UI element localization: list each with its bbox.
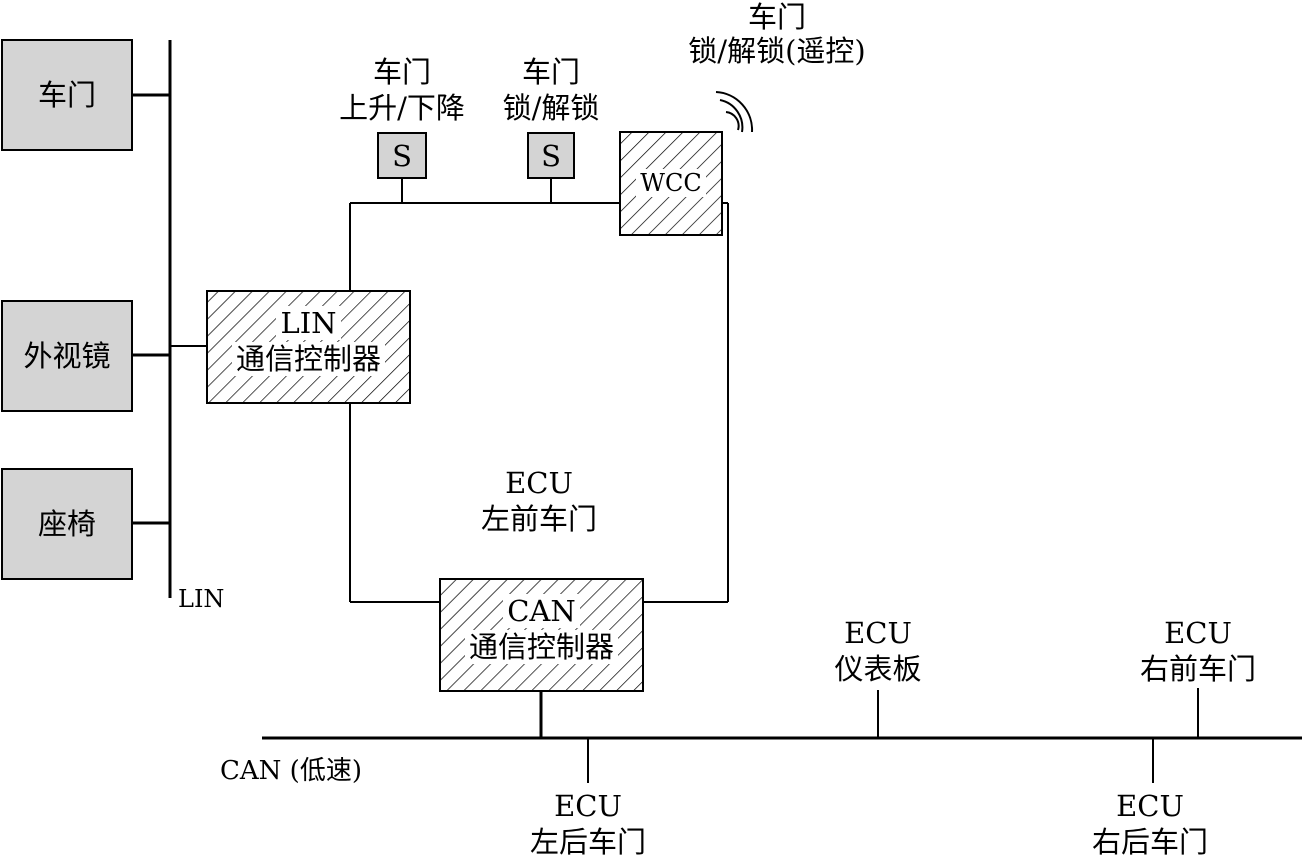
ecu-right-rear-line1: ECU bbox=[1116, 789, 1184, 823]
lin-controller-line2: 通信控制器 bbox=[231, 342, 385, 376]
ecu-left-rear-door-label: ECU 左后车门 bbox=[498, 788, 678, 860]
can-bus-label: CAN (低速) bbox=[220, 756, 362, 786]
wcc-caption: 车门 锁/解锁(遥控) bbox=[657, 0, 897, 68]
wcc-caption-line2: 锁/解锁(遥控) bbox=[688, 34, 866, 68]
window-switch-caption: 车门 上升/下降 bbox=[312, 54, 492, 126]
can-controller-line1: CAN bbox=[503, 594, 580, 628]
window-switch-symbol: S bbox=[392, 139, 412, 173]
lock-switch-symbol: S bbox=[541, 139, 561, 173]
can-controller-line2: 通信控制器 bbox=[464, 630, 618, 664]
ecu-instrument-panel-line2: 仪表板 bbox=[834, 652, 922, 686]
seat-box bbox=[1, 468, 133, 580]
wcc-label: WCC bbox=[636, 169, 706, 197]
window-switch-caption-line2: 上升/下降 bbox=[339, 91, 465, 125]
ecu-right-rear-line2: 右后车门 bbox=[1091, 825, 1208, 859]
wireless-signal-icon bbox=[715, 91, 754, 133]
ecu-instrument-panel-line1: ECU bbox=[844, 616, 912, 650]
ecu-left-rear-line1: ECU bbox=[554, 789, 622, 823]
ecu-right-front-line1: ECU bbox=[1164, 616, 1232, 650]
ecu-right-rear-door-label: ECU 右后车门 bbox=[1060, 788, 1240, 860]
lock-switch-caption-line1: 车门 bbox=[521, 55, 580, 89]
lin-controller-line1: LIN bbox=[276, 306, 341, 340]
ecu-right-front-door-label: ECU 右前车门 bbox=[1108, 615, 1288, 687]
mirror-box bbox=[1, 300, 133, 412]
ecu-left-rear-line2: 左后车门 bbox=[529, 825, 646, 859]
lock-switch-box bbox=[527, 132, 575, 179]
ecu-left-front-line1: ECU bbox=[505, 466, 573, 500]
door-label: 车门 bbox=[37, 78, 96, 112]
ecu-instrument-panel-label: ECU 仪表板 bbox=[798, 615, 958, 687]
ecu-left-front-door-label: ECU 左前车门 bbox=[439, 465, 639, 537]
seat-label: 座椅 bbox=[37, 507, 96, 541]
lin-controller-label: LIN 通信控制器 bbox=[207, 305, 410, 377]
ecu-left-front-line2: 左前车门 bbox=[480, 502, 597, 536]
door-box bbox=[1, 39, 133, 151]
window-switch-box bbox=[377, 132, 427, 179]
ecu-right-front-line2: 右前车门 bbox=[1139, 652, 1256, 686]
window-switch-caption-line1: 车门 bbox=[372, 55, 431, 89]
wcc-caption-line1: 车门 bbox=[747, 0, 806, 34]
lock-switch-caption-line2: 锁/解锁 bbox=[502, 91, 600, 125]
lock-switch-caption: 车门 锁/解锁 bbox=[471, 54, 631, 126]
wcc-label-wrap: WCC bbox=[620, 165, 722, 201]
mirror-label: 外视镜 bbox=[23, 339, 111, 373]
can-controller-label: CAN 通信控制器 bbox=[440, 593, 643, 665]
lin-bus-label: LIN bbox=[178, 585, 225, 613]
